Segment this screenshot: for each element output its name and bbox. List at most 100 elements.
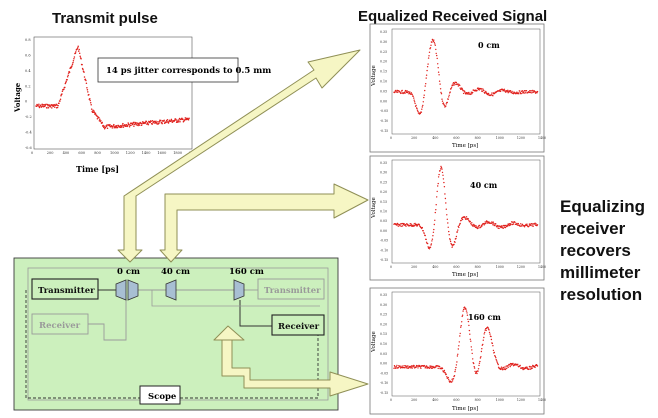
data-point — [67, 72, 70, 74]
data-point — [401, 225, 404, 227]
data-point — [451, 84, 454, 87]
data-point — [83, 76, 86, 78]
side-note-line: receiver — [560, 219, 626, 238]
data-point — [470, 93, 472, 96]
data-point — [507, 365, 509, 367]
data-point — [451, 246, 453, 248]
transmit-ytick-label: 0.2 — [25, 84, 31, 88]
received-ytick-label: 0.05 — [380, 219, 387, 223]
data-point — [395, 367, 397, 369]
data-point — [536, 224, 539, 226]
data-point — [413, 97, 415, 99]
data-point — [424, 89, 426, 92]
data-point — [447, 222, 449, 224]
data-point — [417, 367, 419, 369]
data-point — [57, 104, 59, 107]
data-point — [471, 224, 473, 226]
data-point — [89, 102, 92, 104]
data-point — [425, 77, 427, 79]
received-xtick-label: 1400 — [538, 398, 546, 402]
received-xtick-label: 600 — [453, 398, 459, 402]
data-point — [468, 324, 470, 327]
transmit-xtick-label: 0 — [31, 151, 33, 155]
received-xtick-label: 200 — [411, 398, 417, 402]
data-point — [98, 116, 100, 119]
received-ytick-label: -0.05 — [380, 371, 388, 375]
data-point — [480, 226, 482, 228]
data-point — [99, 118, 101, 121]
data-point — [483, 89, 485, 92]
data-point — [434, 211, 436, 214]
data-point — [504, 366, 506, 368]
data-point — [524, 92, 527, 94]
data-point — [458, 345, 460, 347]
data-point — [534, 366, 536, 369]
transmit-ytick-label: -0.4 — [25, 131, 33, 135]
data-point — [437, 182, 439, 185]
data-point — [431, 238, 434, 240]
data-point — [160, 119, 162, 122]
received-ytick-label: -0.10 — [380, 381, 388, 385]
data-point — [457, 229, 459, 231]
data-point — [459, 335, 461, 337]
data-point — [498, 227, 500, 230]
data-point — [56, 106, 59, 109]
transmitter-active-box — [31, 278, 99, 300]
data-point — [73, 56, 76, 58]
data-point — [432, 235, 434, 237]
data-point — [113, 123, 115, 126]
data-point — [472, 358, 474, 360]
data-point — [490, 335, 492, 338]
data-point — [109, 123, 111, 126]
received-xtick-label: 200 — [411, 265, 417, 269]
data-point — [432, 231, 435, 233]
data-point — [64, 86, 66, 89]
data-point — [434, 44, 436, 46]
data-point — [393, 367, 395, 369]
arrows — [117, 49, 369, 397]
distance-label-160cm: 160 cm — [468, 312, 501, 322]
data-point — [394, 91, 396, 93]
data-point — [403, 91, 406, 93]
data-point — [492, 224, 494, 226]
data-point — [427, 57, 430, 59]
received-ytick-label: 0.10 — [380, 210, 387, 214]
data-point — [500, 366, 503, 368]
data-point — [415, 223, 418, 226]
data-point — [187, 118, 190, 121]
data-point — [451, 380, 454, 382]
data-point — [122, 122, 124, 125]
received-xtick-label: 1200 — [517, 136, 525, 140]
data-point — [116, 126, 119, 129]
data-point — [66, 76, 69, 78]
data-point — [493, 223, 495, 225]
data-point — [509, 364, 511, 366]
data-point — [115, 124, 118, 127]
data-point — [441, 171, 444, 174]
data-point — [455, 235, 458, 238]
data-point — [43, 103, 45, 106]
data-point — [450, 242, 452, 245]
data-point — [503, 88, 506, 91]
data-point — [395, 89, 397, 92]
data-point — [457, 85, 459, 87]
data-point — [476, 226, 478, 228]
data-point — [429, 246, 432, 248]
data-point — [456, 231, 459, 233]
received-ylabel: Voltage — [371, 197, 377, 219]
data-point — [126, 125, 129, 127]
received-ytick-label: -0.05 — [380, 109, 388, 113]
data-point — [175, 119, 177, 121]
data-point — [494, 355, 496, 358]
data-point — [480, 356, 482, 358]
data-point — [74, 52, 77, 54]
data-point — [410, 366, 412, 368]
data-point — [471, 352, 473, 355]
data-point — [531, 91, 533, 94]
data-point — [467, 218, 470, 220]
data-point — [144, 121, 147, 124]
received-ytick-label: 0.30 — [380, 303, 387, 307]
received-ytick-label: -0.15 — [380, 258, 388, 262]
